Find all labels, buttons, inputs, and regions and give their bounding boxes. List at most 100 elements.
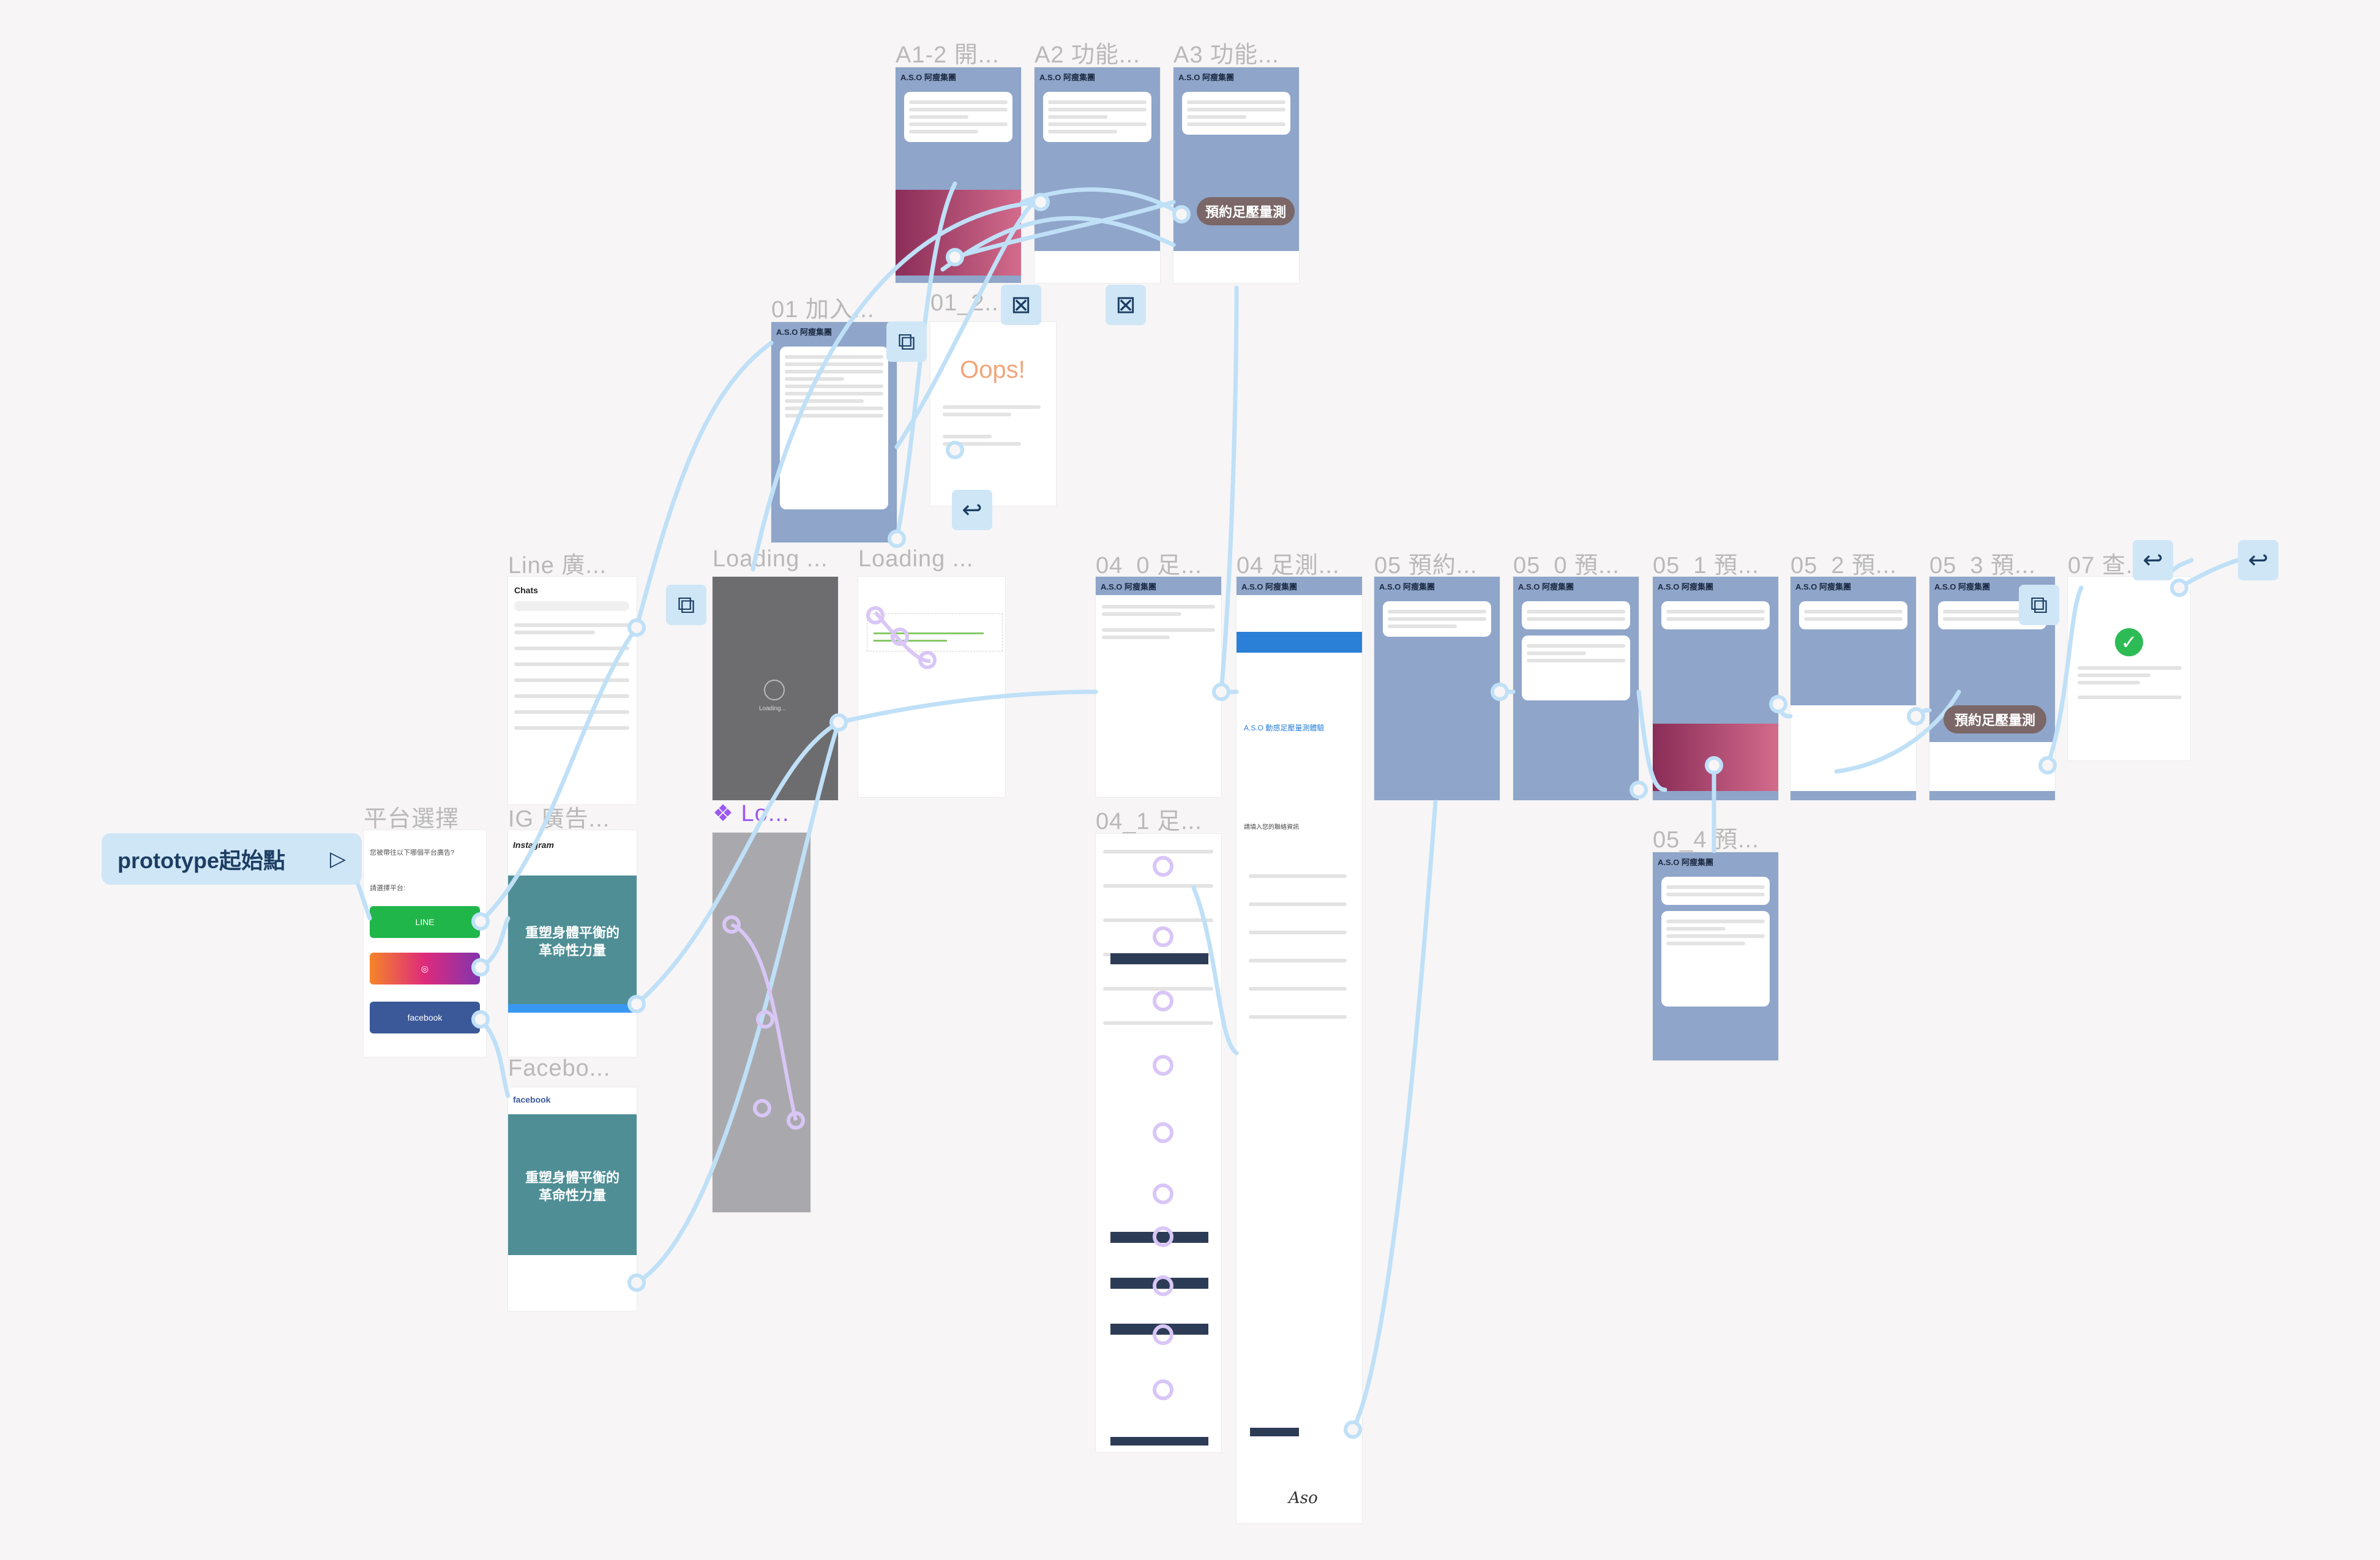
frame-line-ad[interactable]: Chats bbox=[508, 577, 637, 804]
frame-05-0[interactable]: A.S.O 阿瘦集團 bbox=[1513, 577, 1639, 800]
frame-label-04-1[interactable]: 04_1 足... bbox=[1096, 809, 1202, 834]
frame-label-loading-1[interactable]: Loading ... bbox=[713, 546, 828, 572]
dropdown-field[interactable] bbox=[1110, 1232, 1208, 1243]
chat-list bbox=[514, 620, 629, 733]
frame-label-05-1[interactable]: 05_1 預... bbox=[1653, 553, 1759, 579]
submit-button[interactable] bbox=[1110, 1437, 1208, 1446]
link-04-to-05 bbox=[1350, 800, 1438, 1432]
submit-button[interactable] bbox=[1250, 1428, 1299, 1436]
facebook-platform-button[interactable]: facebook bbox=[370, 1002, 480, 1033]
frame-label-01[interactable]: 01 加入... bbox=[771, 297, 875, 323]
close-box-icon[interactable]: ⊠ bbox=[1001, 285, 1041, 325]
frame-a3[interactable]: A.S.O 阿瘦集團 bbox=[1173, 67, 1299, 283]
frame-04[interactable]: A.S.O 阿瘦集團 A.S.O 動感足壓量測體驗 請填入您的聯絡資訊 Aso bbox=[1237, 577, 1362, 1523]
rich-menu[interactable] bbox=[1035, 251, 1160, 283]
frame-label-ig-ad[interactable]: IG 廣告... bbox=[508, 806, 610, 832]
frame-04-1[interactable] bbox=[1096, 834, 1221, 1452]
frame-label-05-3[interactable]: 05_3 預... bbox=[1929, 553, 2036, 579]
frame-label-line-ad[interactable]: Line 廣... bbox=[508, 553, 607, 579]
ad-hero-image[interactable]: 重塑身體平衡的革命性力量 bbox=[508, 1114, 637, 1255]
loading-component[interactable] bbox=[713, 833, 810, 1212]
frame-label-platform[interactable]: 平台選擇 bbox=[364, 806, 460, 832]
hero-line-1: 重塑身體平衡的 bbox=[525, 925, 619, 940]
rich-menu[interactable] bbox=[1929, 742, 2055, 791]
rich-menu[interactable] bbox=[1791, 705, 1916, 791]
spinner-icon bbox=[764, 680, 785, 700]
promo-banner[interactable] bbox=[1653, 724, 1778, 791]
form-fields[interactable] bbox=[1249, 871, 1347, 1022]
booking-button-a3[interactable]: 預約足壓量測 bbox=[1197, 197, 1295, 225]
rich-menu[interactable] bbox=[1173, 251, 1299, 283]
chat-header: A.S.O 阿瘦集團 bbox=[1653, 852, 1778, 871]
frame-label-05-0[interactable]: 05_0 預... bbox=[1513, 553, 1620, 579]
chat-bubble bbox=[1661, 601, 1770, 629]
loading-text: Loading... bbox=[759, 705, 786, 712]
back-arrow-icon[interactable]: ↩ bbox=[2133, 540, 2173, 580]
frame-a1-2[interactable]: A.S.O 阿瘦集團 bbox=[896, 67, 1021, 283]
frame-04-0[interactable]: A.S.O 阿瘦集團 bbox=[1096, 577, 1221, 797]
dropdown-field[interactable] bbox=[1110, 953, 1208, 964]
chat-header: A.S.O 阿瘦集團 bbox=[1035, 67, 1160, 86]
hero-headline: 重塑身體平衡的革命性力量 bbox=[508, 1169, 637, 1204]
frame-fb-ad[interactable]: facebook 重塑身體平衡的革命性力量 bbox=[508, 1087, 637, 1311]
hero-line-2: 革命性力量 bbox=[538, 942, 606, 958]
frame-label-04-0[interactable]: 04_0 足... bbox=[1096, 553, 1202, 579]
frame-05-1[interactable]: A.S.O 阿瘦集團 bbox=[1653, 577, 1778, 800]
link-05-2-to-05-3 bbox=[1914, 708, 1932, 719]
chat-header: A.S.O 阿瘦集團 bbox=[1791, 577, 1916, 595]
frame-label-05-2[interactable]: 05_2 預... bbox=[1791, 553, 1897, 579]
frame-label-a3[interactable]: A3 功能... bbox=[1173, 42, 1279, 68]
form-header: 請填入您的聯絡資訊 bbox=[1244, 824, 1299, 831]
overlay-icon[interactable]: ⧉ bbox=[666, 585, 706, 625]
frame-label-loading-2[interactable]: Loading ... bbox=[858, 546, 974, 572]
chat-bubble bbox=[1661, 877, 1770, 905]
line-platform-button[interactable]: LINE bbox=[370, 906, 480, 938]
promo-banner[interactable] bbox=[896, 190, 1021, 276]
learn-more-bar[interactable] bbox=[508, 1004, 637, 1013]
frame-05[interactable]: A.S.O 阿瘦集團 bbox=[1374, 577, 1500, 800]
frame-label-04[interactable]: 04 足測... bbox=[1237, 553, 1340, 579]
component-label-loading[interactable]: ❖ Lo... bbox=[713, 800, 790, 827]
chat-bubble bbox=[1799, 601, 1907, 629]
component-diamond-icon: ❖ bbox=[713, 801, 735, 827]
frame-05-2[interactable]: A.S.O 阿瘦集團 bbox=[1791, 577, 1916, 800]
booking-card bbox=[1522, 636, 1630, 700]
frame-01[interactable]: A.S.O 阿瘦集團 bbox=[771, 322, 897, 542]
prototype-start-badge[interactable]: prototype起始點 ▷ bbox=[102, 833, 362, 885]
frame-loading-1[interactable]: Loading... bbox=[713, 577, 838, 800]
frame-loading-2[interactable] bbox=[858, 577, 1005, 797]
back-arrow-icon[interactable]: ↩ bbox=[952, 490, 992, 530]
facebook-brand: facebook bbox=[513, 1095, 551, 1104]
frame-05-4[interactable]: A.S.O 阿瘦集團 bbox=[1653, 852, 1778, 1060]
dropdown-field[interactable] bbox=[1110, 1278, 1208, 1289]
frame-07[interactable]: ✓ bbox=[2068, 577, 2190, 760]
frame-label-fb-ad[interactable]: Facebo... bbox=[508, 1056, 611, 1081]
overlay-icon[interactable]: ⧉ bbox=[2019, 585, 2059, 625]
chat-bubble bbox=[1043, 92, 1151, 142]
chat-bubble bbox=[1383, 601, 1491, 637]
overlay-icon[interactable]: ⧉ bbox=[886, 321, 927, 362]
frame-01-2[interactable]: Oops! bbox=[930, 322, 1056, 506]
frame-label-05-4[interactable]: 05_4 預... bbox=[1653, 827, 1759, 853]
frame-label-a2[interactable]: A2 功能... bbox=[1035, 42, 1140, 68]
play-icon: ▷ bbox=[329, 847, 346, 871]
frame-label-05[interactable]: 05 預約... bbox=[1374, 553, 1478, 579]
chat-bubble bbox=[1522, 601, 1630, 629]
search-bar[interactable] bbox=[514, 601, 629, 611]
back-arrow-icon[interactable]: ↩ bbox=[2238, 540, 2278, 580]
booking-button-05-3[interactable]: 預約足壓量測 bbox=[1944, 705, 2046, 733]
close-box-icon[interactable]: ⊠ bbox=[1106, 285, 1146, 325]
frame-a2[interactable]: A.S.O 阿瘦集團 bbox=[1035, 67, 1160, 283]
instagram-brand: Instagram bbox=[513, 840, 554, 850]
frame-ig-ad[interactable]: Instagram 重塑身體平衡的革命性力量 bbox=[508, 830, 637, 1057]
form-fields[interactable] bbox=[1103, 846, 1213, 1029]
instagram-platform-button[interactable]: ◎ bbox=[370, 953, 480, 984]
booking-card bbox=[1661, 911, 1770, 1007]
link-05-1-to-05-2 bbox=[1776, 702, 1793, 719]
frame-label-01-2[interactable]: 01_2... bbox=[930, 290, 1006, 316]
chat-header: A.S.O 阿瘦集團 bbox=[771, 322, 897, 340]
liff-header bbox=[1237, 632, 1362, 653]
dropdown-field[interactable] bbox=[1110, 1324, 1208, 1335]
frame-label-a1-2[interactable]: A1-2 開... bbox=[896, 42, 1000, 68]
ad-hero-image[interactable]: 重塑身體平衡的革命性力量 bbox=[508, 876, 637, 1004]
